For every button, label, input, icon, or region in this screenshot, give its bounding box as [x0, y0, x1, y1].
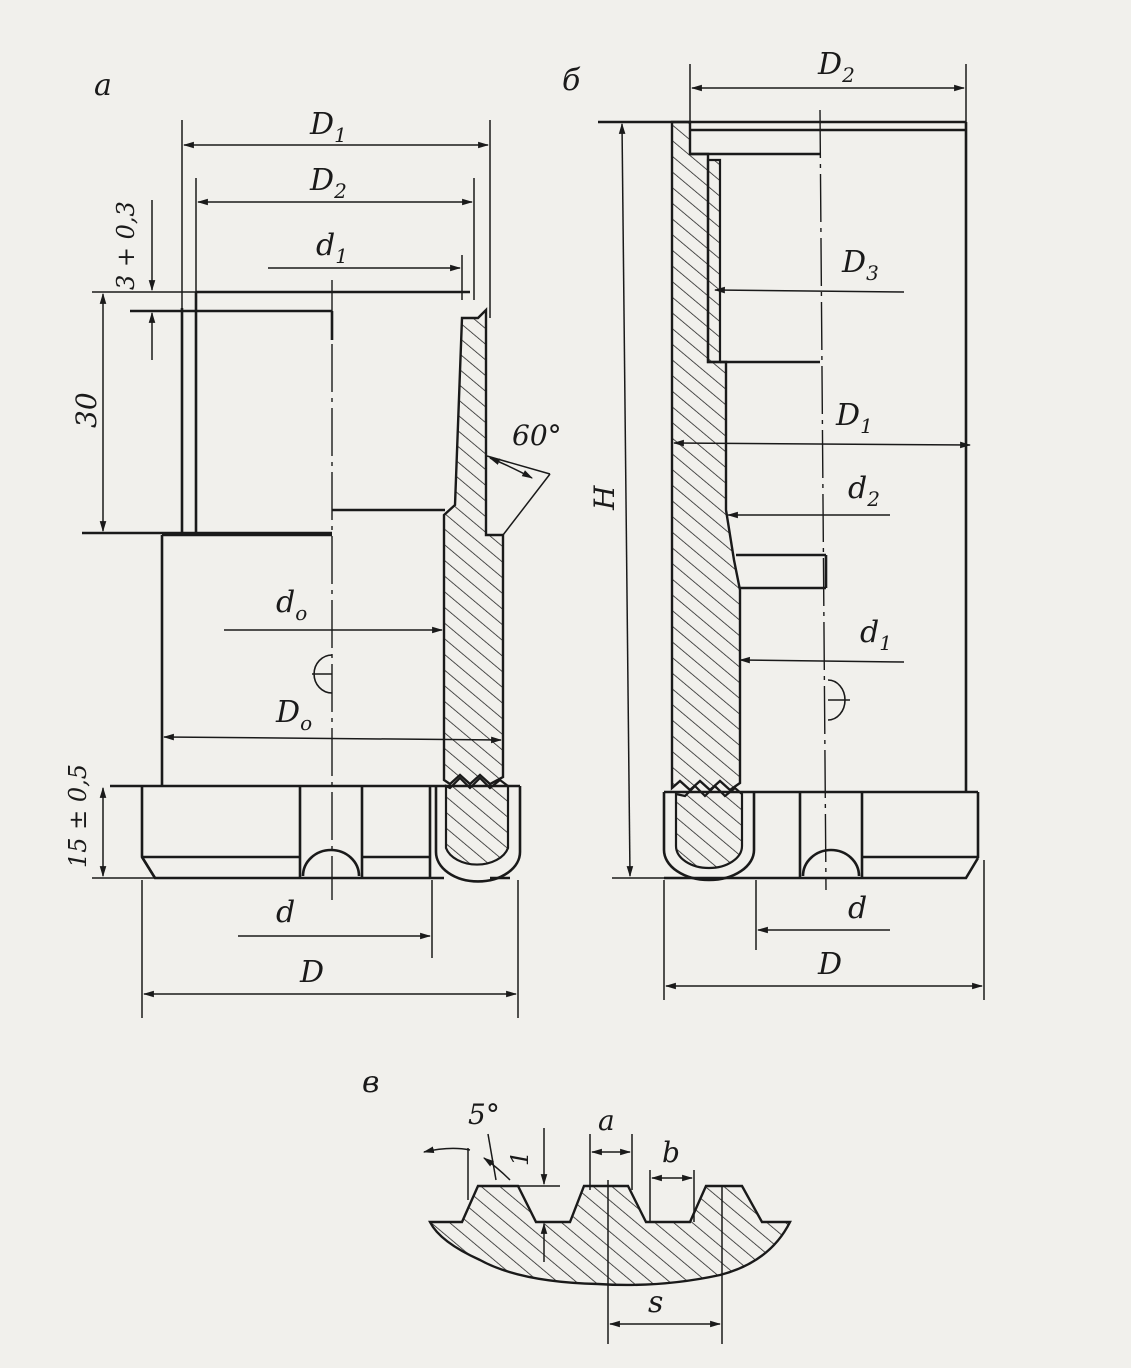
view-b-outline: [598, 120, 968, 792]
view-a-upper-body: [82, 290, 470, 535]
view-b-label: б: [562, 63, 581, 98]
view-b-extension-lines: [612, 64, 985, 1000]
dim-label-c-a: a: [598, 1104, 615, 1137]
dim-label-b-D1: D1: [835, 398, 873, 438]
view-c-dimension-labels: 5° 1 a b s: [468, 1098, 680, 1320]
dim-label-height-base: 15 ± 0,5: [64, 764, 92, 868]
dim-label-b-d1: d1: [860, 615, 892, 655]
view-b-wall-section: [670, 120, 742, 792]
dim-label-d1: d1: [316, 228, 348, 268]
dim-label-b-D: D: [817, 947, 842, 982]
dim-label-D1: D1: [309, 107, 347, 147]
dim-label-b-D2: D2: [817, 47, 855, 87]
dim-label-gap: 3 + 0,3: [112, 201, 140, 290]
view-c-dimension-lines: [422, 1128, 723, 1344]
view-a-base: [140, 776, 522, 883]
dim-label-height-30: 30: [70, 392, 103, 428]
dim-label-b-D3: D3: [841, 245, 879, 285]
dim-label-d0: do: [276, 585, 307, 625]
view-b-dimension-labels: D2 D3 D1 d2 d1 H d D: [588, 47, 892, 982]
dim-label-c-angle: 5°: [468, 1098, 500, 1131]
view-b-inner-step: [706, 158, 722, 364]
view-b: б: [562, 47, 985, 1000]
dim-label-D0: Do: [275, 695, 312, 735]
view-b-base: [662, 784, 980, 882]
view-a-dimension-lines: [99, 141, 533, 998]
dim-label-H: H: [588, 485, 621, 511]
view-b-axis: [819, 109, 827, 891]
dim-label-b-d2: d2: [848, 471, 880, 511]
dim-label-b-d: d: [848, 891, 867, 926]
dim-label-D2: D2: [309, 163, 347, 203]
view-a-dimension-labels: D1 D2 d1 do Do d D 60° 3 + 0,3 30 15 ± 0…: [64, 107, 562, 990]
view-c: в 5° 1 a b s: [362, 1065, 792, 1344]
view-b-dimension-lines: [618, 84, 984, 990]
view-a: а: [64, 68, 562, 1018]
view-a-extension-lines: [92, 120, 551, 1018]
dim-label-angle-60: 60°: [512, 419, 562, 452]
dim-label-c-h: 1: [506, 1151, 534, 1166]
view-b-sight-hole-icon: [827, 679, 850, 721]
view-c-thread-profile: [428, 1184, 792, 1287]
dim-label-D: D: [299, 955, 324, 990]
view-c-label: в: [362, 1065, 379, 1100]
view-a-wall-section: [442, 307, 505, 786]
view-a-label: а: [94, 68, 112, 103]
dim-label-d: d: [276, 895, 295, 930]
dim-label-c-b: b: [662, 1136, 680, 1169]
dim-label-c-s: s: [648, 1285, 663, 1320]
view-a-sight-hole-icon: [312, 654, 333, 694]
